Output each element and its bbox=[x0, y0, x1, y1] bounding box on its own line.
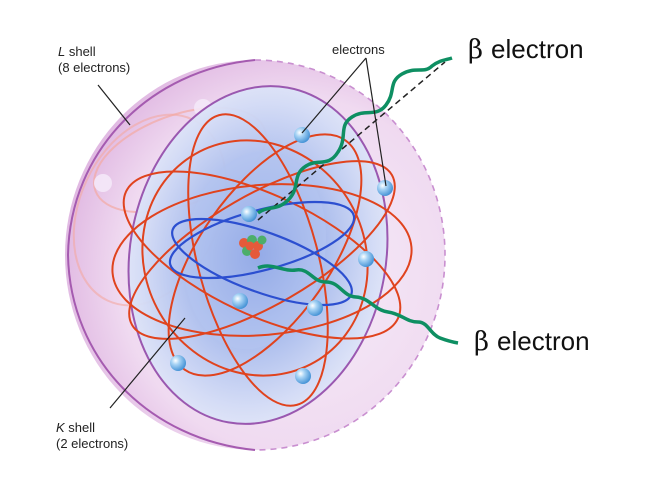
beta-symbol-top: β bbox=[468, 35, 484, 65]
electron bbox=[358, 251, 374, 267]
electrons bbox=[170, 127, 393, 384]
nucleus bbox=[239, 235, 267, 259]
electron bbox=[377, 180, 393, 196]
l-shell-label: L shell (8 electrons) bbox=[58, 44, 130, 76]
l-shell-word: shell bbox=[65, 44, 96, 59]
beta-text-bottom: electron bbox=[497, 326, 590, 356]
electron bbox=[170, 355, 186, 371]
l-shell-count: (8 electrons) bbox=[58, 60, 131, 75]
electron bbox=[232, 293, 248, 309]
electron bbox=[295, 368, 311, 384]
k-shell-label: K shell (2 electrons) bbox=[56, 420, 128, 452]
beta-symbol-bottom: β bbox=[474, 327, 490, 357]
electron bbox=[307, 300, 323, 316]
l-shell-letter: L bbox=[58, 44, 66, 59]
k-shell-letter: K bbox=[56, 420, 65, 435]
electron bbox=[294, 127, 310, 143]
electron bbox=[241, 206, 257, 222]
k-shell-count: (2 electrons) bbox=[56, 436, 129, 451]
beta-trajectory-dashed bbox=[257, 61, 446, 221]
beta-path-top bbox=[256, 56, 453, 215]
leader-lines bbox=[97, 57, 387, 409]
beta-text-top: electron bbox=[491, 34, 584, 64]
electrons-label: electrons bbox=[332, 42, 385, 57]
beta-path-bottom bbox=[257, 264, 459, 345]
k-shell-word: shell bbox=[64, 420, 96, 435]
